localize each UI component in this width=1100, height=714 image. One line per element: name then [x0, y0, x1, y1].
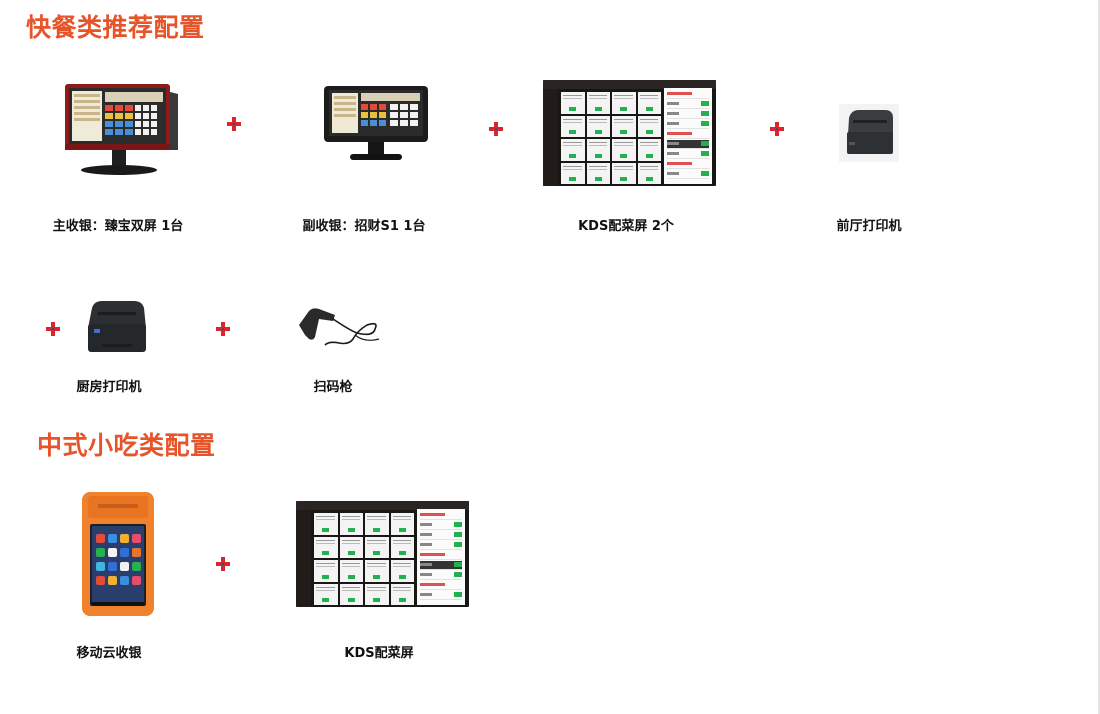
section-title-snack: 中式小吃类配置 [37, 431, 216, 460]
kitchen-printer-image [88, 301, 146, 352]
product-caption: 前厅打印机 [836, 219, 902, 234]
product-caption: 移动云收银 [76, 646, 142, 661]
pos-terminal-image [324, 86, 428, 160]
dual-screen-pos-image [65, 84, 178, 175]
kds-screen-image [543, 80, 716, 186]
product-caption: 主收银：臻宝双屏 1台 [52, 219, 184, 234]
product-caption: KDS配菜屏 [344, 646, 414, 661]
plus-icon [489, 122, 503, 136]
product-caption: KDS配菜屏 2个 [578, 219, 674, 234]
plus-icon [216, 557, 230, 571]
plus-icon [46, 322, 60, 336]
section-title-fastfood: 快餐类推荐配置 [26, 13, 205, 42]
page-edge [1098, 0, 1100, 714]
plus-icon [770, 122, 784, 136]
product-caption: 副收银：招财S1 1台 [302, 219, 426, 234]
barcode-scanner-image [299, 308, 380, 346]
product-caption: 扫码枪 [313, 380, 353, 395]
receipt-printer-image [839, 104, 899, 162]
plus-icon [216, 322, 230, 336]
plus-icon [227, 117, 241, 131]
kds-screen-image [296, 501, 469, 607]
product-caption: 厨房打印机 [76, 380, 142, 395]
mobile-pos-image [82, 492, 154, 616]
